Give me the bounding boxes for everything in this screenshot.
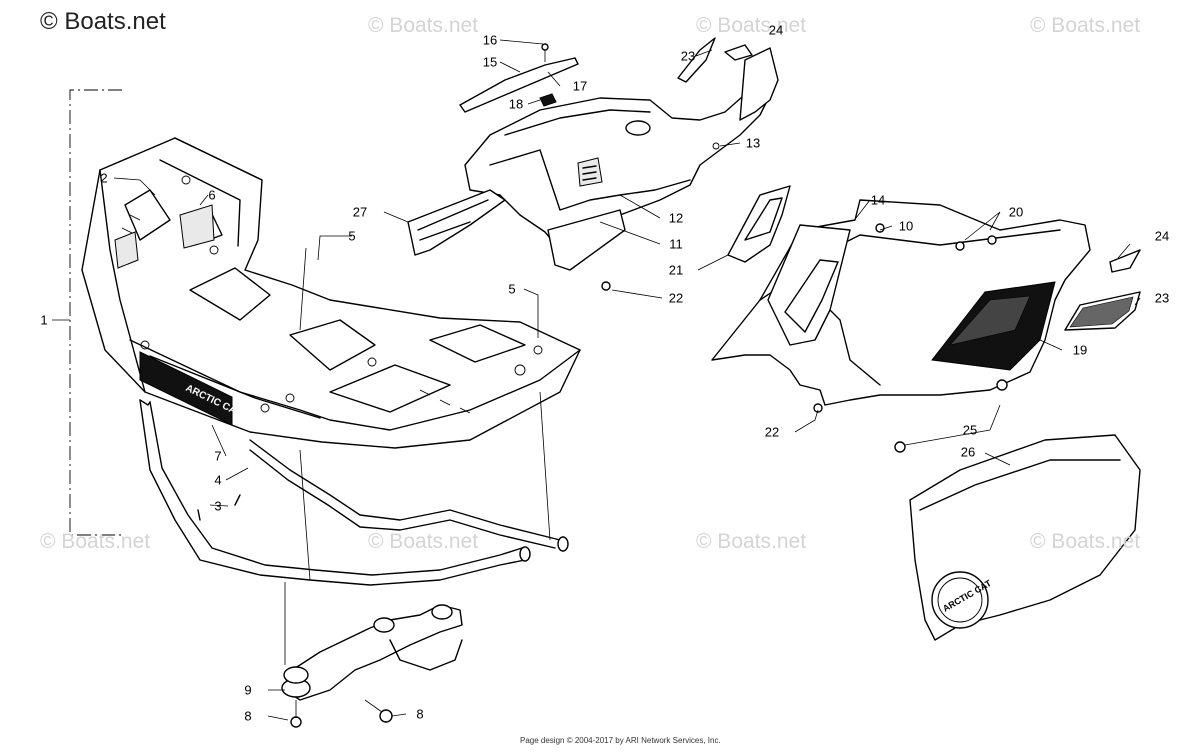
callout-label: 11 — [669, 236, 683, 252]
callout-label: 8 — [416, 706, 424, 722]
callout-label: 5 — [348, 228, 356, 244]
callout-label: 16 — [482, 32, 498, 48]
callout-label: 18 — [508, 96, 524, 112]
bumper-bracket — [281, 582, 463, 728]
callout-label: 6 — [208, 187, 216, 203]
assembly-bracket — [52, 89, 122, 536]
repeat-watermark: © Boats.net — [368, 14, 479, 37]
repeat-watermark: © Boats.net — [696, 530, 807, 553]
front-fender — [407, 37, 779, 271]
copyright-footer: Page design © 2004-2017 by ARI Network S… — [520, 736, 721, 745]
front-rack — [81, 137, 581, 449]
callout-label: 10 — [898, 218, 914, 234]
callout-label: 17 — [572, 78, 588, 94]
bumper-tube — [139, 399, 569, 586]
callout-label: 21 — [668, 262, 684, 278]
callout-label: 24 — [1154, 228, 1170, 244]
callout-label: 4 — [214, 472, 222, 488]
callout-label: 20 — [1008, 204, 1024, 220]
callout-label: 3 — [214, 498, 222, 514]
callout-label: 9 — [244, 682, 252, 698]
callout-label: 8 — [244, 708, 252, 724]
callout-label: 22 — [668, 290, 684, 306]
callout-label: 27 — [352, 204, 368, 220]
callout-label: 19 — [1072, 342, 1088, 358]
callout-label: 22 — [764, 424, 780, 440]
callout-label: 23 — [1154, 290, 1170, 306]
callout-label: 24 — [768, 22, 784, 38]
callout-label: 23 — [680, 48, 696, 64]
callout-label: 26 — [960, 444, 976, 460]
repeat-watermark: © Boats.net — [1030, 14, 1141, 37]
callout-label: 2 — [100, 170, 108, 186]
repeat-watermark: © Boats.net — [1030, 530, 1141, 553]
callout-label: 13 — [745, 135, 761, 151]
callout-label: 14 — [870, 192, 886, 208]
leader-lines — [113, 39, 1141, 721]
brand-watermark: © Boats.net — [40, 8, 166, 35]
callout-label: 5 — [508, 281, 516, 297]
callout-label: 25 — [962, 422, 978, 438]
repeat-watermark: © Boats.net — [40, 530, 151, 553]
repeat-watermark: © Boats.net — [696, 14, 807, 37]
repeat-watermark: © Boats.net — [368, 530, 479, 553]
callout-label: 15 — [482, 54, 498, 70]
callout-label: 1 — [40, 312, 48, 328]
callout-label: 12 — [668, 210, 684, 226]
callout-label: 7 — [214, 448, 222, 464]
side-panel — [601, 185, 1141, 641]
